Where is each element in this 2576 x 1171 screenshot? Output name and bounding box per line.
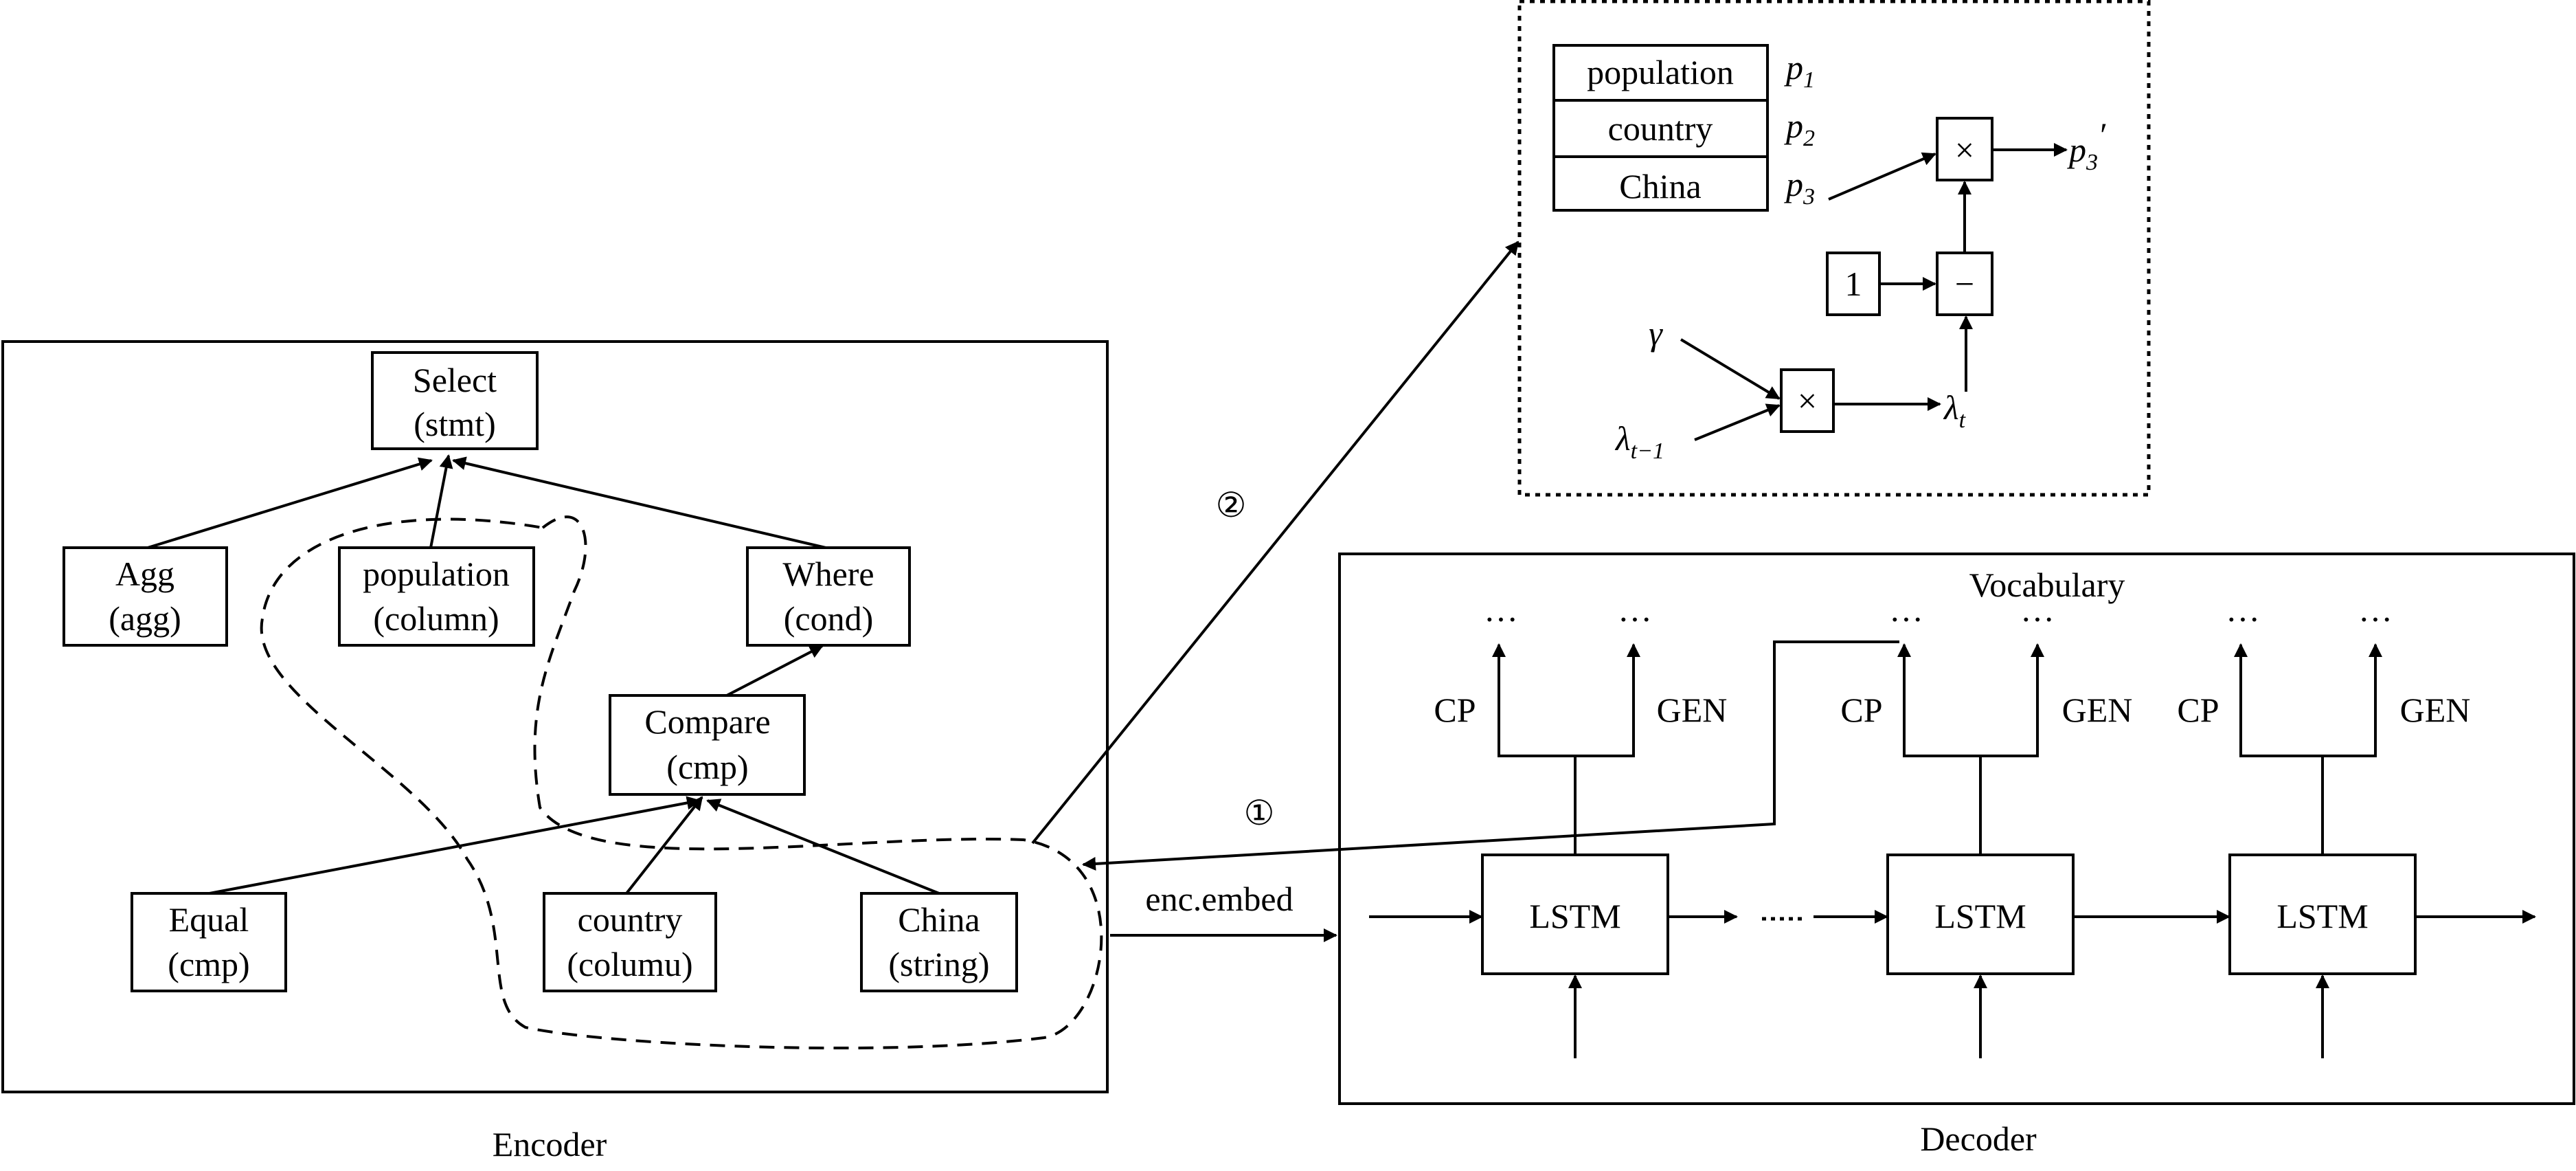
- node-country-type: (columu): [567, 945, 692, 983]
- edge-population-select: [429, 454, 453, 548]
- node-population-name: population: [363, 555, 510, 593]
- lstm-3-cp-label: CP: [2177, 691, 2219, 729]
- node-select-type: (stmt): [414, 405, 495, 443]
- node-compare-type: (cmp): [666, 748, 748, 786]
- edge-where-select: [452, 456, 826, 549]
- node-china-type: (string): [888, 945, 989, 983]
- vocabulary-label: Vocabulary: [1969, 566, 2125, 604]
- node-where-type: (cond): [784, 599, 874, 638]
- lstm-2-cp-ellipsis: ···: [1889, 600, 1923, 638]
- p3-prime-label: p3′: [2067, 115, 2106, 175]
- node-where: Where (cond): [746, 546, 911, 647]
- node-agg: Agg (agg): [63, 546, 228, 647]
- lstm-3-gen-label: GEN: [2400, 691, 2471, 729]
- lstm-3-gen-ellipsis: ···: [2358, 600, 2393, 638]
- gamma-arrow: [1680, 338, 1781, 400]
- lstm-2-gen-label: GEN: [2062, 691, 2133, 729]
- node-equal: Equal (cmp): [131, 892, 287, 992]
- lstm-3-split: [2239, 691, 2324, 855]
- node-where-name: Where: [782, 555, 874, 593]
- encoder-panel: Select (stmt) Agg (agg) population (colu…: [1, 340, 1109, 1163]
- lstm-3-gen-branch: [2323, 691, 2377, 757]
- decoder-label: Decoder: [1920, 1119, 2037, 1158]
- minus-symbol: −: [1955, 265, 1974, 303]
- lambda-prev-label: λt−1: [1614, 419, 1664, 464]
- lstm-2-gen-branch: [1980, 691, 2039, 757]
- connectors: enc.embed ① ②: [1031, 241, 1899, 942]
- node-country: country (columu): [543, 892, 717, 992]
- node-agg-name: Agg: [115, 555, 174, 593]
- node-equal-type: (cmp): [168, 945, 249, 983]
- enc-embed-label: enc.embed: [1145, 880, 1293, 918]
- node-select: Select (stmt): [371, 351, 539, 450]
- node-population-type: (column): [373, 599, 499, 638]
- minus-node: [1936, 252, 1993, 316]
- lstm-2-label: LSTM: [1934, 897, 2026, 935]
- lstm-1-cp-label: CP: [1434, 691, 1476, 729]
- lstm-cell-3: LSTM CP GEN ··· ···: [2177, 600, 2470, 1058]
- zoom-arrow: [1031, 241, 1519, 845]
- lstm-1-split: [1498, 691, 1577, 855]
- copy-panel-frame: [1517, 0, 2151, 497]
- node-agg-type: (agg): [109, 599, 181, 638]
- decoder-frame: [1338, 553, 2575, 1105]
- lambda-prev-arrow: [1694, 403, 1781, 441]
- p1-label: p1: [1784, 48, 1815, 93]
- column-table: population country China: [1552, 44, 1769, 212]
- node-equal-name: Equal: [169, 900, 249, 939]
- lstm-2-cp-label: CP: [1840, 691, 1882, 729]
- lstm-cell-2: LSTM CP GEN ··· ···: [1840, 600, 2132, 1058]
- table-row-population: population: [1587, 53, 1734, 91]
- copy-feedback-arrow: [1082, 640, 1899, 871]
- table-row-country: country: [1608, 109, 1713, 148]
- p2-label: p2: [1784, 107, 1815, 151]
- edge-country-compare: [625, 796, 703, 895]
- lstm-3-cp-ellipsis: ···: [2226, 600, 2260, 638]
- marker-1: ①: [1244, 794, 1275, 832]
- lstm-1-gen-ellipsis: ···: [1618, 600, 1652, 638]
- multiply-top-symbol: ×: [1955, 131, 1974, 169]
- p3-to-multiply-arrow: [1828, 152, 1936, 201]
- encoder-label: Encoder: [493, 1125, 607, 1163]
- p3-label: p3: [1784, 165, 1815, 210]
- marker-2: ②: [1216, 486, 1247, 524]
- lstm-1-gen-branch: [1575, 691, 1635, 757]
- edge-china-compare: [706, 799, 940, 895]
- lstm-1-gen-label: GEN: [1657, 691, 1728, 729]
- node-china: China (string): [860, 892, 1018, 992]
- constant-one-box: [1826, 252, 1881, 316]
- lstm-3-label: LSTM: [2276, 897, 2368, 935]
- multiply-node-top: [1936, 117, 1993, 181]
- lstm-1-label: LSTM: [1529, 897, 1620, 935]
- multiply-node-bottom: [1780, 368, 1835, 433]
- table-row-china: China: [1619, 167, 1701, 205]
- gamma-label: γ: [1649, 314, 1663, 353]
- edge-compare-where: [726, 645, 824, 697]
- edge-equal-compare: [209, 796, 701, 895]
- node-compare-name: Compare: [644, 702, 770, 741]
- lstm-2-gen-ellipsis: ···: [2020, 600, 2055, 638]
- lstm-cell-1: LSTM CP GEN ··· ···: [1434, 600, 1727, 1058]
- lstm-2-split: [1903, 691, 1982, 855]
- node-select-name: Select: [413, 361, 497, 399]
- edge-agg-select: [147, 457, 433, 549]
- copy-probability-panel: population country China p1 p2 p3 × p3′ …: [1517, 0, 2151, 497]
- node-country-name: country: [578, 900, 683, 939]
- subtree-outline: [260, 515, 1103, 1050]
- decoder-panel: Vocabulary LSTM CP GEN ··· ··· LSTM: [1338, 553, 2575, 1158]
- lstm-1-cp-ellipsis: ···: [1484, 600, 1518, 638]
- encoder-frame: [1, 340, 1109, 1093]
- node-china-name: China: [898, 900, 980, 939]
- tree-edges: [147, 454, 940, 895]
- node-compare: Compare (cmp): [609, 694, 806, 796]
- lambda-t-label: λt: [1943, 388, 1967, 433]
- multiply-bottom-symbol: ×: [1798, 381, 1817, 420]
- constant-one: 1: [1845, 265, 1862, 303]
- node-population: population (column): [338, 546, 535, 647]
